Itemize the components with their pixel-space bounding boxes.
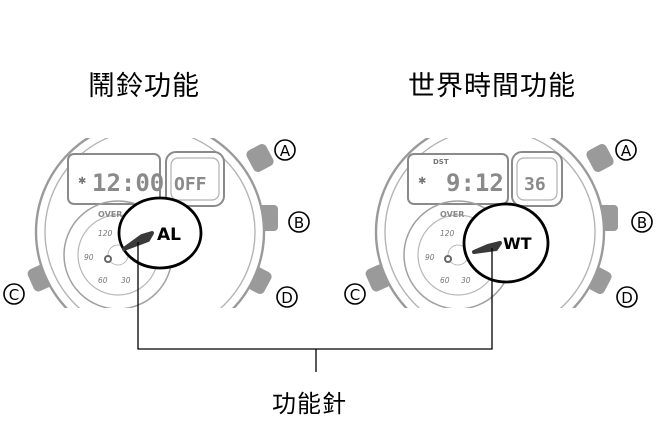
right-case-inner bbox=[384, 138, 596, 308]
right-pusher-a bbox=[586, 144, 614, 172]
left-subdisplay-inner bbox=[170, 157, 220, 201]
left-lcd-frame bbox=[67, 153, 161, 205]
left-subdisplay-text: OFF bbox=[174, 174, 207, 195]
right-subdisplay-frame bbox=[511, 151, 563, 207]
world-time-function-title: 世界時間功能 bbox=[408, 71, 576, 102]
left-case-inner bbox=[44, 138, 256, 308]
left-button-labels: A B D C bbox=[3, 139, 310, 308]
left-watch: ✱ 12:00 OFF OVER 120 90 60 30 AL bbox=[27, 138, 278, 308]
left-lcd-time: 12:00 bbox=[92, 169, 164, 197]
right-button-labels: A B D C bbox=[344, 139, 653, 308]
right-subdisplay-inner bbox=[516, 157, 558, 201]
right-bottom-crown-icon bbox=[444, 255, 452, 263]
right-watch: DST ✱ 9:12 36 OVER 120 90 60 30 WT bbox=[365, 138, 618, 308]
right-lcd-time: 9:12 bbox=[446, 169, 504, 197]
left-label-b: B bbox=[294, 214, 304, 232]
right-function-hand bbox=[472, 241, 502, 254]
right-dst-indicator: DST bbox=[433, 158, 449, 166]
left-label-c-circle bbox=[3, 283, 25, 305]
left-label-a: A bbox=[280, 142, 291, 160]
right-label-b: B bbox=[637, 214, 647, 232]
left-label-d-circle bbox=[276, 286, 298, 308]
right-label-a-circle bbox=[615, 139, 637, 161]
left-label-b-circle bbox=[288, 211, 310, 233]
left-dial-number-90: 90 bbox=[84, 253, 94, 262]
connector-right-leg bbox=[316, 248, 493, 350]
right-dial-number-60: 60 bbox=[440, 276, 450, 285]
left-function-hand bbox=[122, 231, 154, 251]
right-dial-number-120: 120 bbox=[440, 229, 455, 238]
right-dial-number-30: 30 bbox=[461, 276, 471, 285]
left-subdisplay-frame bbox=[165, 151, 225, 207]
alarm-function-title: 鬧鈴功能 bbox=[88, 71, 200, 102]
right-label-d-circle bbox=[616, 286, 638, 308]
left-pusher-a bbox=[246, 144, 274, 172]
right-label-a: A bbox=[621, 142, 632, 160]
left-label-d: D bbox=[281, 289, 293, 307]
right-dial-over-label: OVER bbox=[440, 210, 464, 219]
left-dial-over-label: OVER bbox=[98, 210, 122, 219]
left-label-a-circle bbox=[274, 139, 296, 161]
left-bluetooth-icon: ✱ bbox=[78, 176, 86, 187]
left-label-c: C bbox=[9, 286, 19, 304]
left-dial-number-30: 30 bbox=[121, 276, 131, 285]
left-bottom-crown-icon bbox=[104, 255, 112, 263]
right-label-c-circle bbox=[344, 283, 366, 305]
right-label-c: C bbox=[350, 286, 360, 304]
left-hand-callout bbox=[117, 196, 203, 270]
function-hand-caption: 功能針 bbox=[272, 390, 347, 418]
left-dial-number-60: 60 bbox=[98, 276, 108, 285]
right-subdisplay-text: 36 bbox=[524, 174, 546, 195]
right-dial-number-90: 90 bbox=[425, 253, 435, 262]
right-bluetooth-icon: ✱ bbox=[418, 176, 426, 187]
right-hand-label: WT bbox=[503, 234, 532, 253]
right-hand-callout bbox=[462, 202, 550, 284]
right-label-b-circle bbox=[631, 211, 653, 233]
left-hand-label: AL bbox=[157, 225, 181, 245]
right-label-d: D bbox=[621, 289, 633, 307]
connector-left-leg bbox=[137, 242, 316, 350]
right-lcd-frame bbox=[407, 153, 509, 205]
left-dial-number-120: 120 bbox=[98, 229, 113, 238]
callout-connector bbox=[137, 242, 493, 372]
